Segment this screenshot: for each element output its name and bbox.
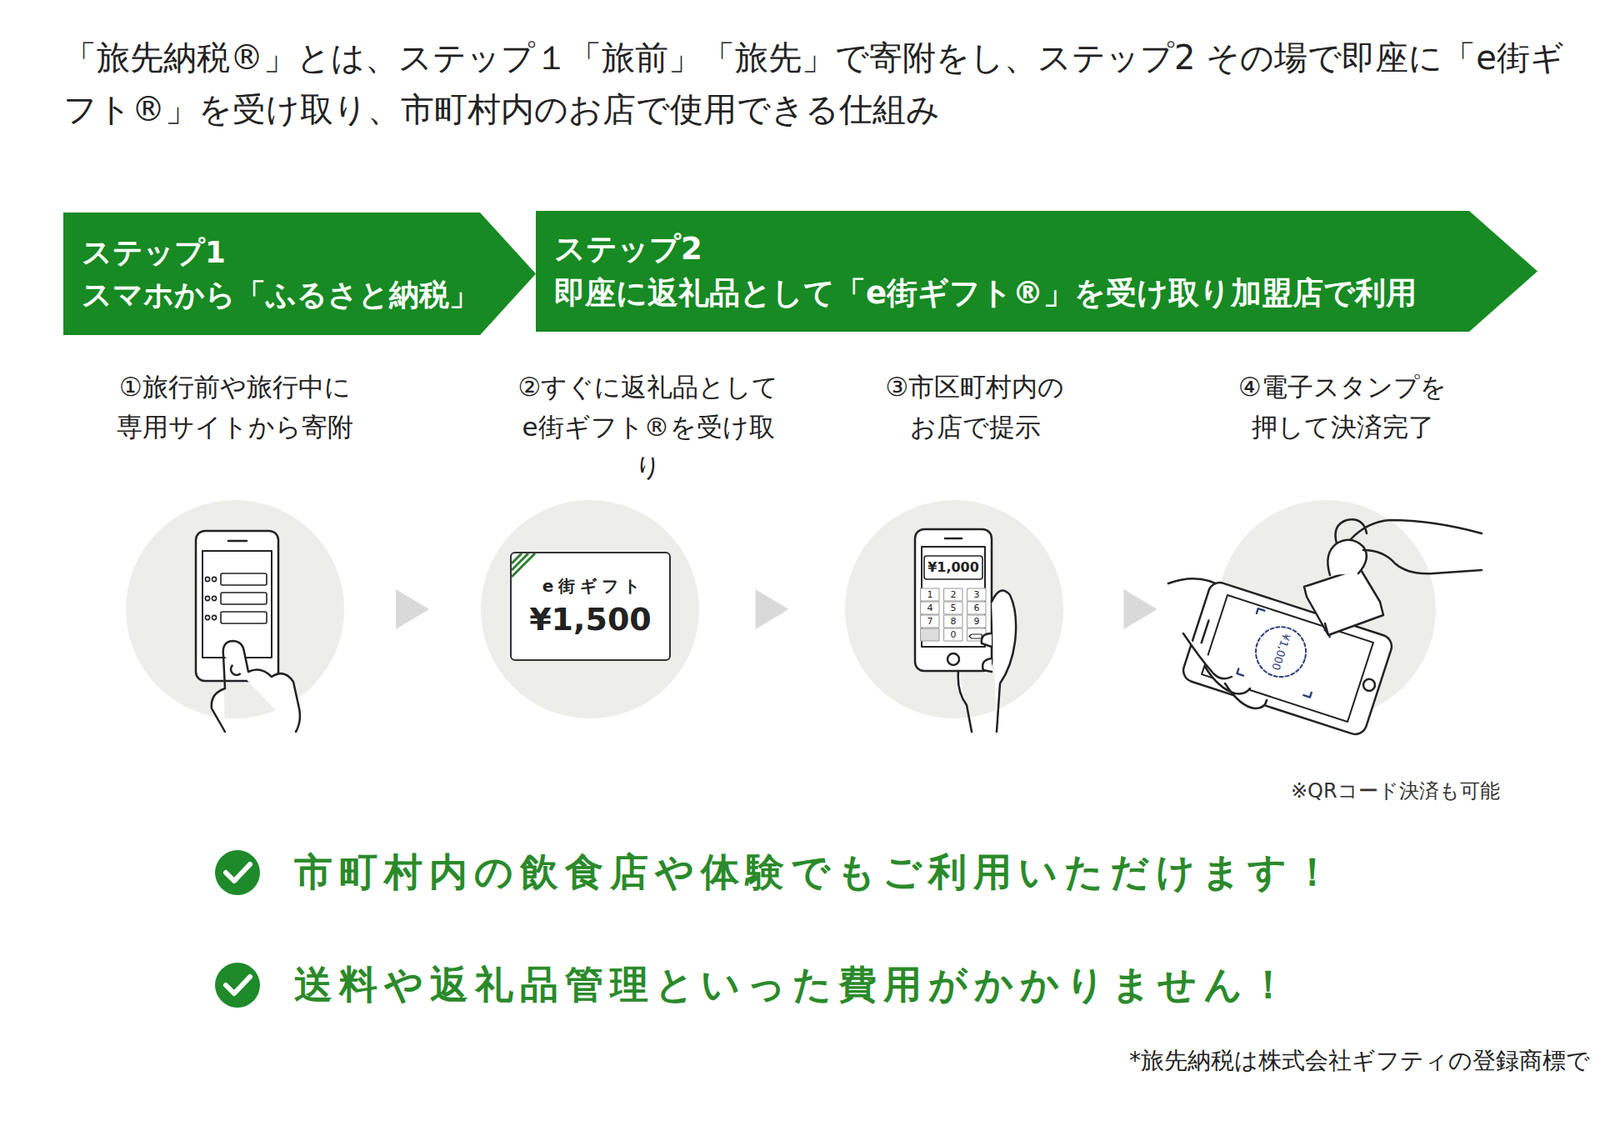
keypad-digit: 5 <box>950 602 957 614</box>
band-arrow-shape <box>63 212 536 335</box>
footnote: ※QRコード決済も可能 <box>1290 779 1500 804</box>
step-circle: ①旅行前や旅行中に 専用サイトから寄附 <box>51 366 419 725</box>
circle-bg <box>1217 500 1436 719</box>
circle-shape <box>125 500 345 719</box>
stripe <box>511 553 535 577</box>
step-caption: ①旅行前や旅行中に 専用サイトから寄附 <box>112 366 359 447</box>
keypad-digit: 1 <box>927 589 934 600</box>
check-mark <box>215 850 260 1008</box>
band-fill <box>63 212 536 335</box>
step-circle: ②すぐに返礼品として e街ギフト®を受け取りe街ギフト¥1,500 <box>406 366 774 725</box>
band-text-box: ステップ1スマホから「ふるさと納税」 <box>81 230 480 317</box>
step-band: ステップ1スマホから「ふるさと納税」 <box>63 212 536 335</box>
step-heading: ステップ2 <box>554 226 1417 272</box>
arrow-head <box>395 589 430 630</box>
step-body: 即座に返礼品として「e街ギフト®」を受け取り加盟店で利用 <box>554 271 1417 317</box>
band-fill <box>535 210 1538 332</box>
keypad-digit: 7 <box>927 615 934 627</box>
card-name: e街ギフト <box>542 575 646 598</box>
card-amount: ¥1,500 <box>529 600 652 638</box>
step-circle: ③市区町村内の お店で提示 <box>770 366 1138 725</box>
arrow-head <box>755 589 790 630</box>
keypad-digit: 3 <box>974 589 980 600</box>
flow-arrow <box>755 589 790 630</box>
flow-arrow <box>1124 589 1158 630</box>
benefit-text: 送料や返礼品管理といった費用がかかりません！ <box>294 961 1295 1008</box>
gift-card: e街ギフト¥1,500 <box>510 551 671 661</box>
trademark-note: *旅先納税は株式会社ギフティの登録商標で <box>1129 1046 1590 1075</box>
band-text-box: ステップ2即座に返礼品として「e街ギフト®」を受け取り加盟店で利用 <box>554 226 1417 316</box>
keypad-digit: 0 <box>950 629 957 640</box>
keypad-digit: 6 <box>974 602 980 614</box>
keypad-digit: 4 <box>927 602 934 614</box>
band-arrow-shape <box>535 210 1538 332</box>
benefit-text: 市町村内の飲食店や体験でもご利用いただけます！ <box>294 849 1339 895</box>
keypad-digit: 8 <box>950 615 957 627</box>
page-title: 「旅先納税®」とは、ステップ１「旅前」「旅先」で寄附をし、ステップ2 その場で即… <box>63 31 1589 135</box>
arrow-head <box>1124 589 1158 630</box>
circle-shape <box>480 500 700 719</box>
keypad-digit: 2 <box>950 589 957 600</box>
step-band: ステップ2即座に返礼品として「e街ギフト®」を受け取り加盟店で利用 <box>535 210 1538 332</box>
step-caption: ②すぐに返礼品として e街ギフト®を受け取り <box>512 366 785 487</box>
flow-arrow <box>395 589 430 630</box>
circle-shape <box>1217 500 1436 719</box>
step-heading: ステップ1 <box>81 230 480 275</box>
circle-bg <box>125 500 345 719</box>
step-caption: ③市区町村内の お店で提示 <box>876 366 1074 447</box>
card-corner-stripes <box>511 553 540 582</box>
circle-shape <box>845 500 1064 719</box>
step-caption: ④電子スタンプを 押して決済完了 <box>1232 366 1453 447</box>
step-circle: ④電子スタンプを 押して決済完了 <box>1143 366 1510 725</box>
step-body: スマホから「ふるさと納税」 <box>81 274 480 318</box>
display-amount: ¥1,000 <box>927 559 980 575</box>
keypad-digit: 9 <box>974 615 980 627</box>
